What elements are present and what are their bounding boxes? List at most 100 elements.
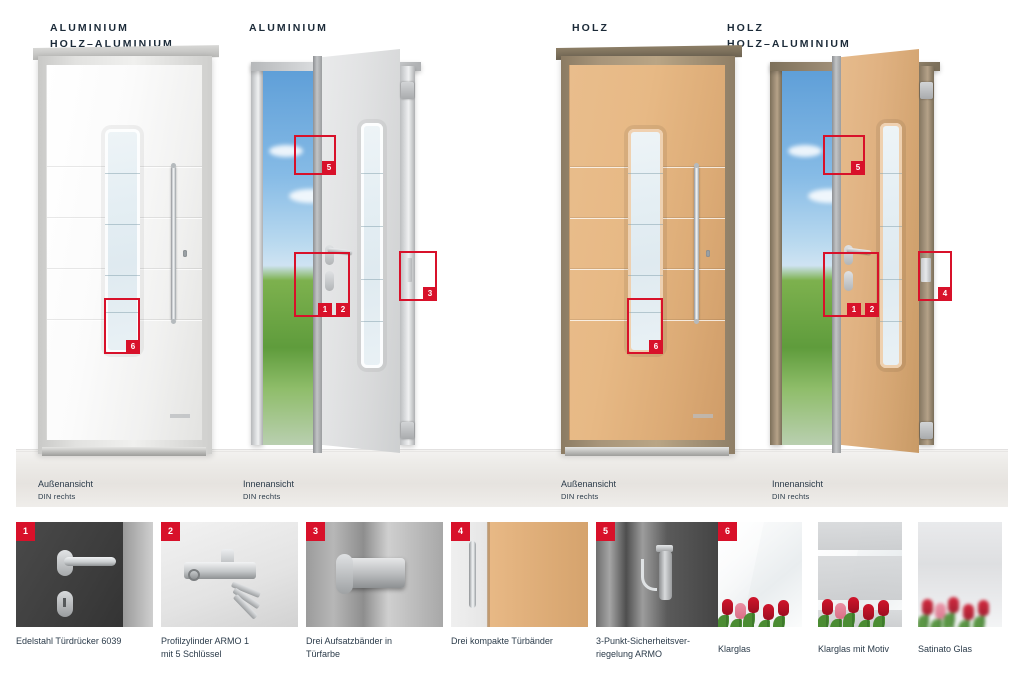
feature-item-2[interactable]: 2 Profilzylinder ARMO 1 mit 5 Schlüssel [161, 522, 298, 660]
cloud [788, 145, 822, 157]
door-hinge-top [401, 82, 414, 99]
glazing-divider [361, 279, 383, 280]
opening-frame-left [770, 62, 782, 445]
handle-cap-bottom [171, 319, 176, 324]
callout-alu-ext-6[interactable]: 6 [104, 298, 140, 354]
callout-badge: 3 [423, 287, 437, 301]
callout-badge: 6 [126, 340, 140, 354]
keyhole-icon [62, 597, 66, 607]
glazing-divider [105, 173, 140, 174]
door-cylinder [706, 250, 710, 257]
view-caption-alu-exterior: Außenansicht DIN rechts [38, 478, 93, 503]
feature-badge: 6 [718, 522, 737, 541]
view-caption-din: DIN rechts [561, 491, 599, 501]
callout-holz-int-1-2[interactable]: 1 2 [823, 252, 879, 317]
handle-cap-top [694, 163, 699, 168]
door-glazing-strip [628, 129, 663, 353]
manufacturer-logo [170, 414, 190, 418]
door-rosette [325, 245, 334, 265]
glass-sample-satinato-glas[interactable] [918, 522, 1002, 627]
glass-motif-band [818, 556, 902, 600]
feature-item-3[interactable]: 3 Drei Aufsatzbänder in Türfarbe [306, 522, 443, 660]
feature-badge: 2 [161, 522, 180, 541]
feature-badge: 3 [306, 522, 325, 541]
glazing-divider [105, 312, 140, 313]
glazing-divider [628, 224, 663, 225]
door-threshold [42, 447, 206, 456]
cylinder-body [184, 561, 256, 579]
glass-sample-caption: Satinato Glas [918, 644, 973, 654]
heading-aluminium: ALUMINIUM [249, 20, 328, 36]
glazing-divider [361, 226, 383, 227]
glazing-divider [105, 224, 140, 225]
callout-badge: 1 [318, 303, 332, 317]
heading-holz: HOLZ [572, 20, 609, 36]
floor-surface [16, 449, 1008, 507]
door-aluminium-interior: 5 1 2 3 [247, 44, 447, 456]
glass-sample-klarglas[interactable]: 6 [718, 522, 802, 627]
heading-holz-holz-aluminium: HOLZ HOLZ–ALUMINIUM [727, 20, 851, 52]
glazing-divider [880, 279, 902, 280]
opening-frame-right [399, 66, 415, 445]
view-caption-din: DIN rechts [243, 491, 281, 501]
door-leaf [841, 49, 919, 453]
glazing-divider [628, 173, 663, 174]
feature-badge: 5 [596, 522, 615, 541]
door-glazing-strip [361, 123, 383, 368]
feature-image-multipoint-lock: 5 [596, 522, 733, 627]
glass-sample-klarglas-mit-motiv[interactable] [818, 522, 902, 627]
view-caption-title: Innenansicht [772, 479, 824, 489]
callout-badge: 1 [847, 303, 861, 317]
callout-holz-int-5[interactable]: 5 [823, 135, 865, 175]
feature-badge: 1 [16, 522, 35, 541]
callout-badge: 2 [865, 303, 879, 317]
view-caption-title: Außenansicht [38, 479, 94, 489]
pull-handle-icon [468, 540, 476, 609]
opening-frame-right [918, 66, 934, 445]
callout-holz-int-4[interactable]: 4 [918, 251, 952, 301]
callout-holz-ext-6[interactable]: 6 [627, 298, 663, 354]
callout-alu-int-1-2[interactable]: 1 2 [294, 252, 350, 317]
feature-item-1[interactable]: 1 Edelstahl Türdrücker 6039 [16, 522, 153, 648]
glazing-divider [880, 226, 902, 227]
view-caption-alu-interior: Innenansicht DIN rechts [243, 478, 294, 503]
glazing-divider [361, 173, 383, 174]
cylinder-keyway [188, 569, 201, 582]
feature-caption: Drei Aufsatzbänder in Türfarbe [306, 636, 393, 659]
door-pull-handle[interactable] [694, 166, 699, 321]
feature-caption: Drei kompakte Türbänder [451, 636, 553, 646]
door-aluminium-exterior: 6 [33, 45, 219, 456]
door-glazing-strip [105, 129, 140, 353]
opening-frame-left [251, 62, 263, 445]
door-holz-interior: 5 1 2 4 [766, 44, 966, 456]
feature-image-surface-hinge: 3 [306, 522, 443, 627]
lock-head [656, 545, 674, 553]
glazing-divider [880, 321, 902, 322]
view-caption-holz-exterior: Außenansicht DIN rechts [561, 478, 616, 503]
feature-item-5[interactable]: 5 3-Punkt-Sicherheitsver- riegelung ARMO [596, 522, 733, 660]
door-hinge-top [920, 82, 933, 99]
feature-item-4[interactable]: 4 Drei kompakte Türbänder [451, 522, 588, 648]
glazing-divider [628, 275, 663, 276]
lever-handle-icon [63, 556, 116, 566]
heading-line-1: HOLZ [572, 22, 609, 34]
door-cylinder-rosette [844, 271, 853, 291]
door-leaf [46, 65, 202, 440]
lock-body [659, 551, 673, 600]
door-cylinder [183, 250, 187, 257]
heading-line-1: HOLZ [727, 22, 764, 34]
door-hinge-bottom [401, 422, 414, 439]
callout-alu-int-5[interactable]: 5 [294, 135, 336, 175]
view-caption-holz-interior: Innenansicht DIN rechts [772, 478, 823, 503]
glazing-divider [880, 173, 902, 174]
door-glazing-strip [880, 123, 902, 368]
callout-alu-int-3[interactable]: 3 [399, 251, 437, 301]
feature-image-compact-hinge: 4 [451, 522, 588, 627]
heading-line-1: ALUMINIUM [249, 22, 328, 34]
glass-motif-band [818, 522, 902, 550]
callout-badge: 5 [851, 161, 865, 175]
glass-sample-caption: Klarglas mit Motiv [818, 644, 890, 654]
feature-caption: 3-Punkt-Sicherheitsver- riegelung ARMO [596, 636, 691, 659]
view-caption-din: DIN rechts [772, 491, 810, 501]
door-pull-handle[interactable] [171, 166, 176, 321]
